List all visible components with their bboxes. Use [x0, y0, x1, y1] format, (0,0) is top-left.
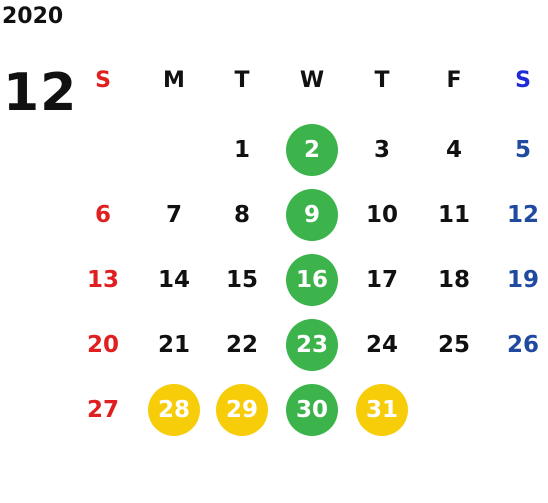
day-cell[interactable]: 30: [286, 384, 338, 436]
day-cell[interactable]: 17: [365, 267, 398, 293]
weekday-header: T: [234, 67, 250, 93]
day-cell[interactable]: 24: [365, 332, 398, 358]
day-cell[interactable]: 14: [157, 267, 190, 293]
weekday-header: S: [95, 67, 111, 93]
day-cell[interactable]: 1: [233, 137, 250, 163]
day-cell[interactable]: 2: [286, 124, 338, 176]
year-label: 2020: [2, 4, 64, 29]
day-cell[interactable]: 4: [445, 137, 462, 163]
day-cell[interactable]: 23: [286, 319, 338, 371]
weekday-header: F: [446, 67, 462, 93]
day-cell[interactable]: 15: [225, 267, 258, 293]
day-cell[interactable]: 7: [165, 202, 182, 228]
day-cell[interactable]: 16: [286, 254, 338, 306]
day-cell[interactable]: 13: [86, 267, 119, 293]
day-cell[interactable]: 11: [437, 202, 470, 228]
day-cell[interactable]: 26: [506, 332, 539, 358]
day-cell[interactable]: 10: [365, 202, 398, 228]
day-cell[interactable]: 8: [233, 202, 250, 228]
weekday-header: M: [163, 67, 185, 93]
day-cell[interactable]: 12: [506, 202, 539, 228]
day-cell[interactable]: 5: [514, 137, 531, 163]
weekday-header: S: [515, 67, 531, 93]
day-cell[interactable]: 3: [373, 137, 390, 163]
day-cell[interactable]: 18: [437, 267, 470, 293]
day-cell[interactable]: 19: [506, 267, 539, 293]
day-cell[interactable]: 27: [86, 397, 119, 423]
day-cell[interactable]: 20: [86, 332, 119, 358]
weekday-header: W: [299, 67, 325, 93]
month-number: 12: [3, 63, 78, 123]
day-cell[interactable]: 31: [356, 384, 408, 436]
day-cell[interactable]: 29: [216, 384, 268, 436]
weekday-header: T: [374, 67, 390, 93]
day-cell[interactable]: 28: [148, 384, 200, 436]
day-cell[interactable]: 25: [437, 332, 470, 358]
day-cell[interactable]: 22: [225, 332, 258, 358]
day-cell[interactable]: 9: [286, 189, 338, 241]
day-cell[interactable]: 6: [94, 202, 111, 228]
day-cell[interactable]: 21: [157, 332, 190, 358]
